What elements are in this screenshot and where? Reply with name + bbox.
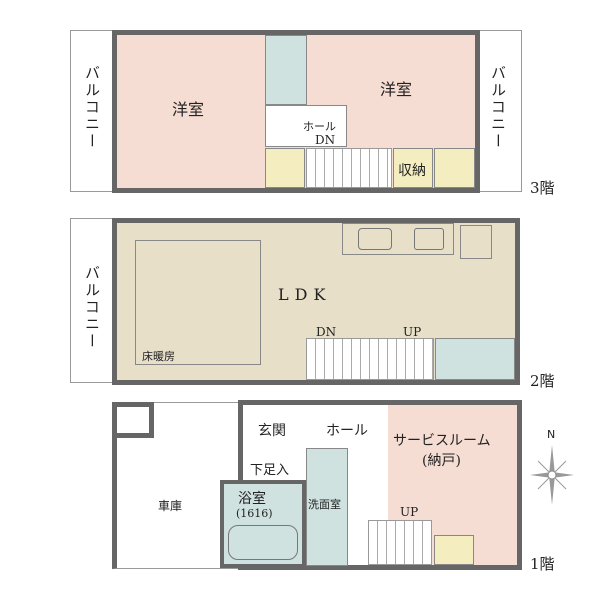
washroom [306,448,348,566]
stairs-2f [306,338,434,380]
western-room-3f-left-label: 洋室 [172,100,205,119]
balcony-3f-left [70,30,115,192]
shoe-storage-label: 下足入 [250,463,290,478]
stairs-1f [368,520,432,565]
toilet-3f [265,35,307,105]
hall-1f-label: ホール [326,423,368,439]
garage-label: 車庫 [158,499,183,513]
bathtub-icon [228,525,298,560]
bathroom-label: 浴室 [238,491,266,507]
stove-icon [414,228,444,250]
stairs-3f [306,148,392,188]
floor-heating-label: 床暖房 [142,350,175,363]
balcony-2f-left-label: バルコニー [83,265,101,350]
compass-north-label: N [547,428,556,441]
stair-2f-dn-label: DN [316,325,337,339]
stair-3f-dn-label: DN [315,133,336,147]
garage-pillar [112,402,154,438]
bathroom-size-label: (1616) [236,507,273,520]
hall-3f [265,105,347,147]
floor-label-2f: 2階 [530,372,555,390]
stair-1f-up-label: UP [400,505,419,519]
fridge [460,225,492,259]
floor-label-3f: 3階 [530,179,555,197]
western-room-3f-right-label: 洋室 [380,80,413,99]
hall-3f-label: ホール [303,120,336,133]
compass-rose-icon [530,445,574,505]
closet-1f [434,535,474,565]
bathroom [220,480,306,568]
storage-3f [393,148,433,188]
floor-label-1f: 1階 [530,555,555,573]
closet-3f-left [265,148,305,188]
storage-3f-label: 収納 [398,163,426,179]
kitchen-counter [342,223,454,255]
sink-icon [358,228,392,250]
service-room-label: サービスルーム [393,433,491,449]
service-room-sub-label: (納戸) [422,453,461,469]
washroom-label: 洗面室 [308,498,341,511]
stair-2f-up-label: UP [403,325,422,339]
entrance-label: 玄関 [258,423,286,439]
floor-heating-area [135,240,261,365]
balcony-3f-left-label: バルコニー [83,65,101,150]
toilet-2f [435,338,515,380]
ldk-label: LDK [278,285,332,304]
closet-3f-right [434,148,475,188]
balcony-3f-right-label: バルコニー [489,65,507,150]
